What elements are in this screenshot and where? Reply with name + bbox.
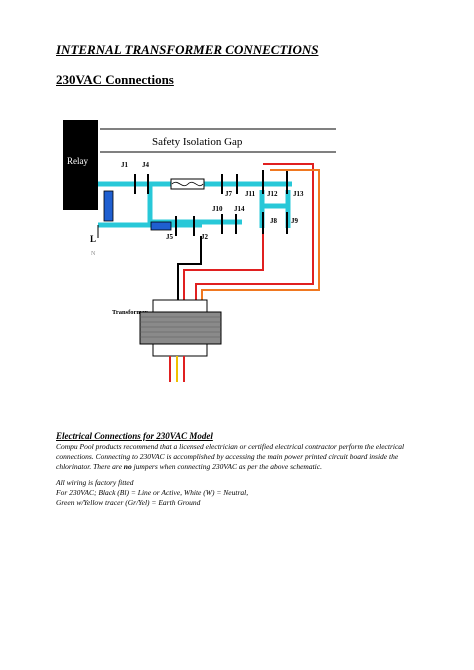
isolation-gap-label: Safety Isolation Gap	[152, 136, 243, 148]
page-title: INTERNAL TRANSFORMER CONNECTIONS	[56, 42, 319, 57]
jumper-label-j1: J1	[121, 161, 129, 169]
jumper-label-j10: J10	[212, 205, 223, 213]
note-factory-fitted: All wiring is factory fitted	[56, 478, 134, 487]
orange-wire	[201, 169, 320, 302]
transformer-bottom-cap	[152, 343, 208, 357]
relay-block	[63, 120, 98, 210]
j5-link-block	[150, 221, 172, 231]
transformer-top-cap	[152, 299, 208, 313]
wiring-notes: All wiring is factory fitted For 230VAC;…	[56, 478, 428, 509]
cyan-tracks	[98, 181, 292, 228]
jumper-label-j14: J14	[234, 205, 245, 213]
transformer-core	[139, 311, 222, 345]
jumper-label-j13: J13	[293, 190, 304, 198]
fuse-element	[171, 181, 204, 187]
note-line-neutral: For 230VAC; Black (Bl) = Line or Active,…	[56, 488, 249, 498]
neutral-label: N	[91, 251, 96, 257]
relay-label: Relay	[67, 156, 88, 166]
jumper-label-j2: J2	[201, 233, 209, 241]
jumper-label-j5: J5	[166, 233, 174, 241]
recommendation-paragraph: Compu Pool products recommend that a lic…	[56, 442, 428, 473]
electrical-connections-heading: Electrical Connections for 230VAC Model	[56, 431, 213, 441]
note-earth-ground: Green w/Yellow tracer (Gr/Yel) = Earth G…	[56, 498, 201, 508]
relay-contact-block	[103, 190, 114, 222]
black-wire	[177, 236, 202, 302]
jumper-label-j11: J11	[245, 190, 256, 198]
red-wire-outer	[195, 163, 314, 302]
jumper-label-j9: J9	[291, 217, 299, 225]
jumper-terminals	[134, 170, 288, 236]
jumper-label-j4: J4	[142, 161, 150, 169]
paragraph-text-a: Compu Pool products recommend that a lic…	[56, 442, 405, 472]
paragraph-emphasis: no	[123, 462, 132, 472]
paragraph-text-b: jumpers when connecting 230VAC as per th…	[131, 462, 322, 472]
jumper-label-j12: J12	[267, 190, 278, 198]
jumper-label-j7: J7	[225, 190, 233, 198]
section-subtitle: 230VAC Connections	[56, 72, 174, 87]
jumper-label-j8: J8	[270, 217, 278, 225]
line-label: L	[90, 234, 96, 244]
transformer-core-laminations	[140, 316, 221, 338]
transformer-label: Transformer	[112, 309, 148, 316]
red-wire-inner	[183, 234, 264, 302]
wiring-diagram: Safety Isolation Gap Relay J1 J	[63, 120, 336, 382]
